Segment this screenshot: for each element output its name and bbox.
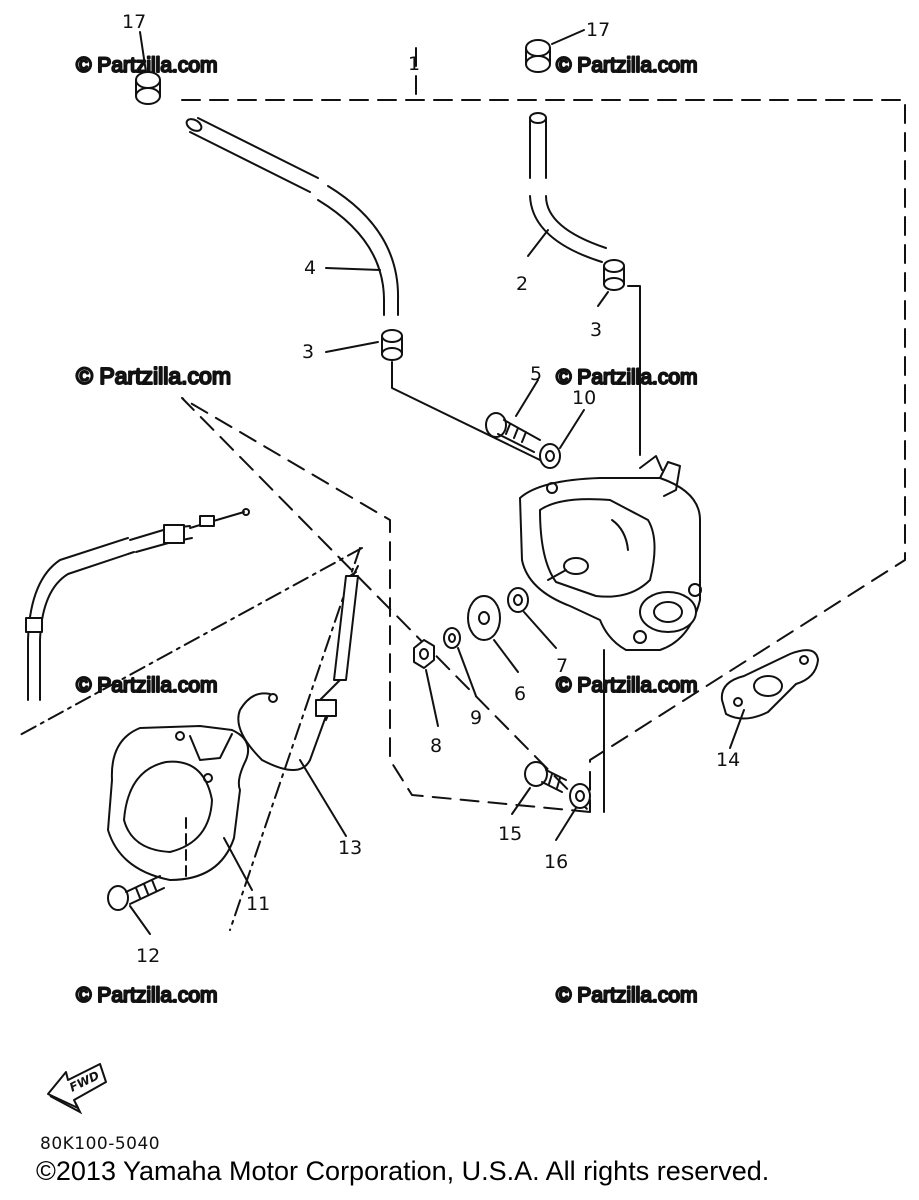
bolt-12 bbox=[107, 875, 165, 911]
oil-pump-body bbox=[519, 455, 702, 651]
callout-5: 5 bbox=[530, 363, 542, 385]
callout-leader bbox=[551, 29, 585, 45]
callout-4: 4 bbox=[304, 257, 316, 279]
cable-divider bbox=[229, 547, 361, 931]
callout-leader bbox=[555, 807, 577, 841]
joint-3-left bbox=[381, 329, 403, 361]
bolt-5 bbox=[485, 412, 541, 453]
cable-13 bbox=[237, 565, 359, 771]
callout-1: 1 bbox=[408, 53, 420, 75]
callout-11: 11 bbox=[246, 893, 270, 915]
callout-3: 3 bbox=[302, 341, 314, 363]
callout-leader bbox=[523, 611, 557, 649]
watermark: © Partzilla.com bbox=[76, 54, 218, 77]
watermark: © Partzilla.com bbox=[556, 366, 698, 389]
callout-leader bbox=[325, 267, 381, 271]
hose-4 bbox=[185, 117, 400, 316]
watermark: © Partzilla.com bbox=[556, 984, 698, 1007]
joint-3-right bbox=[603, 259, 625, 291]
callout-leader bbox=[515, 379, 539, 417]
callout-3: 3 bbox=[590, 319, 602, 341]
leader-line bbox=[627, 285, 641, 456]
washer-10 bbox=[539, 443, 561, 469]
callout-leader bbox=[597, 291, 609, 307]
callout-leader bbox=[511, 787, 531, 815]
pump-cable bbox=[25, 508, 250, 701]
watermark: © Partzilla.com bbox=[556, 674, 698, 697]
callout-15: 15 bbox=[498, 823, 522, 845]
washer-7 bbox=[507, 587, 529, 613]
callout-leader bbox=[425, 669, 439, 727]
callout-2: 2 bbox=[516, 273, 528, 295]
callout-leader bbox=[325, 341, 379, 353]
callout-leader bbox=[527, 229, 549, 257]
callout-leader bbox=[299, 759, 347, 837]
leader-line bbox=[391, 361, 541, 461]
callout-8: 8 bbox=[430, 735, 442, 757]
cable-divider bbox=[19, 547, 363, 736]
callout-17: 17 bbox=[586, 19, 610, 41]
watermark: © Partzilla.com bbox=[556, 54, 698, 77]
cover-11 bbox=[107, 725, 250, 881]
copyright-notice: ©2013 Yamaha Motor Corporation, U.S.A. A… bbox=[36, 1156, 770, 1186]
plate-6 bbox=[467, 595, 501, 641]
callout-leader bbox=[139, 31, 147, 73]
callout-14: 14 bbox=[716, 749, 740, 771]
cap-17-left bbox=[135, 71, 161, 105]
callout-leader bbox=[457, 647, 477, 697]
callout-6: 6 bbox=[514, 683, 526, 705]
callout-leader bbox=[559, 409, 585, 449]
watermark: © Partzilla.com bbox=[76, 363, 231, 389]
callout-9: 9 bbox=[470, 707, 482, 729]
washer-9 bbox=[443, 627, 461, 649]
bolt-15 bbox=[524, 761, 567, 793]
callout-13: 13 bbox=[338, 837, 362, 859]
callout-leader bbox=[223, 837, 253, 891]
washer-16 bbox=[569, 783, 591, 809]
nut-8 bbox=[413, 639, 435, 669]
gasket-14 bbox=[720, 649, 819, 720]
watermark: © Partzilla.com bbox=[76, 984, 218, 1007]
callout-7: 7 bbox=[556, 655, 568, 677]
hose-2 bbox=[529, 112, 607, 263]
callout-17: 17 bbox=[122, 11, 146, 33]
cap-17-right bbox=[525, 39, 551, 73]
assembly-outline bbox=[181, 99, 906, 813]
callout-12: 12 bbox=[136, 945, 160, 967]
callout-10: 10 bbox=[572, 387, 596, 409]
callout-16: 16 bbox=[544, 851, 568, 873]
diagram-code: 80K100-5040 bbox=[40, 1134, 161, 1154]
callout-leader bbox=[729, 709, 745, 749]
fwd-arrow-icon: FWD bbox=[47, 1063, 107, 1115]
watermark: © Partzilla.com bbox=[76, 674, 218, 697]
callout-leader bbox=[129, 905, 151, 935]
callout-leader bbox=[493, 639, 519, 673]
